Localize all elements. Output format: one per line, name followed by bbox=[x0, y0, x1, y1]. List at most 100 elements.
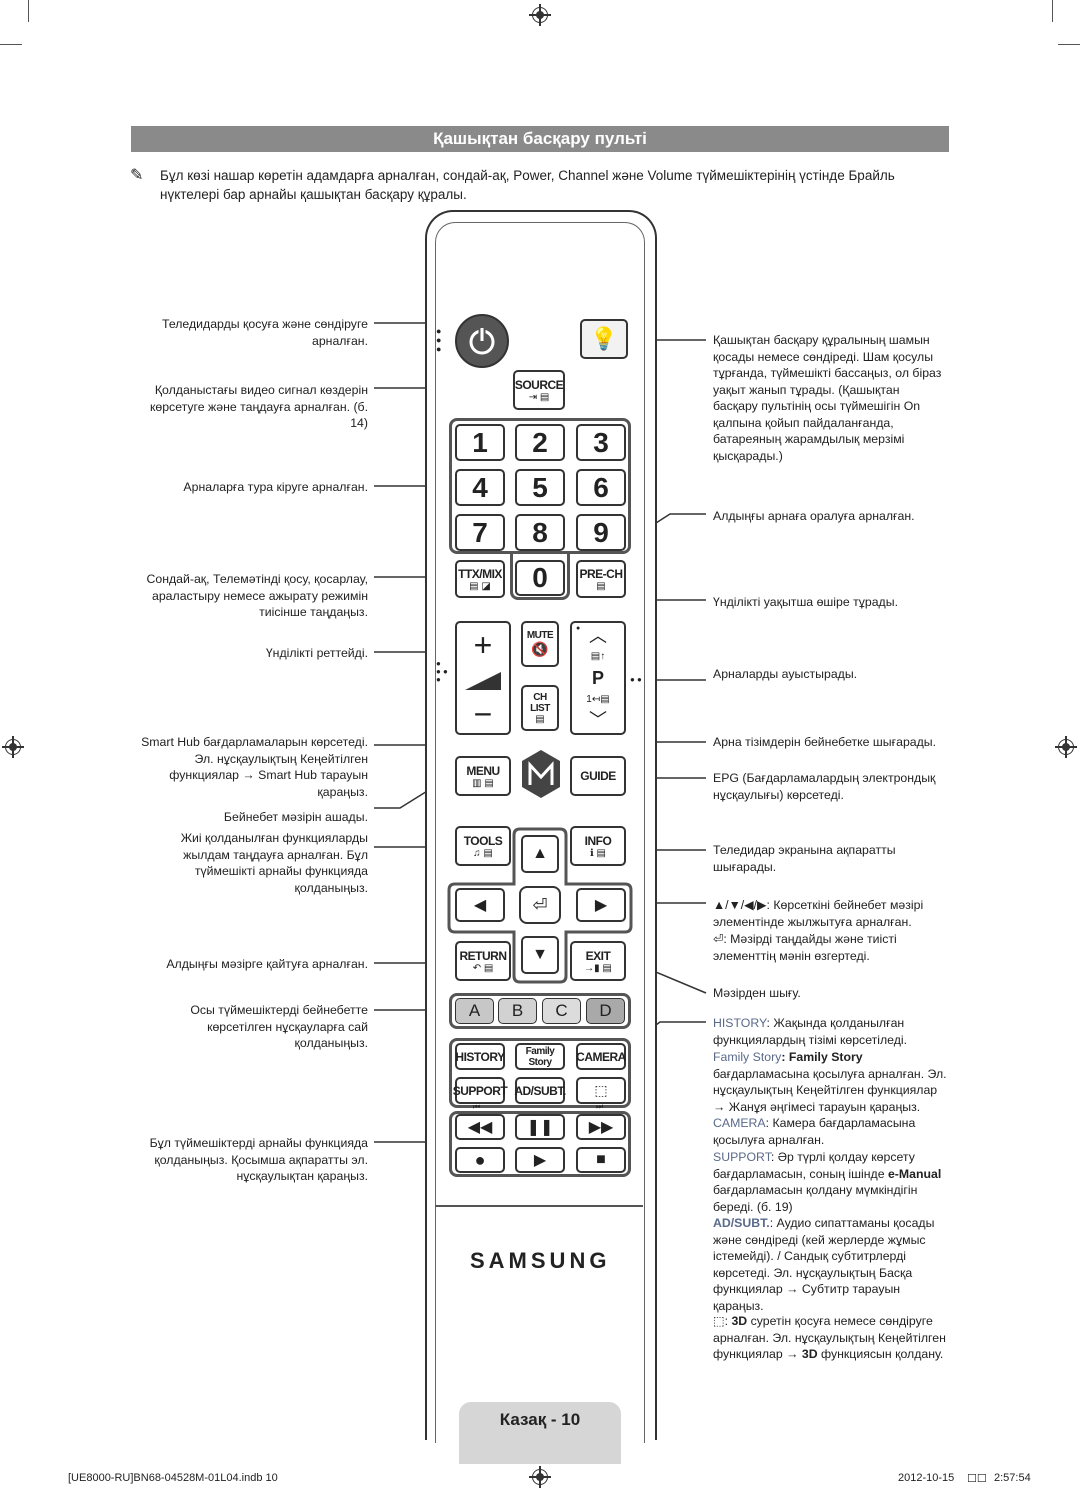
history-button[interactable]: HISTORY bbox=[455, 1043, 505, 1070]
callout-colors: Осы түймешіктерді бейнебетте көрсетілген… bbox=[190, 1003, 368, 1050]
return-icon: ↶ ▤ bbox=[472, 962, 494, 974]
return-label: RETURN bbox=[459, 948, 508, 963]
play-icon: ▶ bbox=[533, 1152, 547, 1169]
color-buttons-frame bbox=[449, 993, 631, 1029]
support-desc2: бағдарламасын қолдану мүмкіндігін береді… bbox=[713, 1183, 918, 1214]
return-button[interactable]: RETURN ↶ ▤ bbox=[455, 941, 511, 981]
family-desc-bold: : Family Story bbox=[781, 1050, 863, 1064]
ad-subt-label: AD/SUBT. bbox=[514, 1083, 566, 1098]
ch-list-button[interactable]: CH LIST ▤ bbox=[521, 685, 559, 731]
crop-mark bbox=[1052, 0, 1053, 22]
ad-subt-button[interactable]: AD/SUBT. bbox=[514, 1077, 566, 1104]
callout-light: Қашықтан басқару құралының шамын қосады … bbox=[713, 333, 942, 463]
volume-up-icon: + bbox=[473, 627, 493, 663]
source-label: SOURCE bbox=[514, 377, 564, 392]
pre-ch-button[interactable]: PRE-CH ▤ bbox=[576, 560, 626, 598]
exit-button[interactable]: EXIT →▮ ▤ bbox=[570, 941, 626, 981]
up-arrow-icon: ▲ bbox=[532, 845, 548, 862]
source-button[interactable]: SOURCE ⇥ ▤ bbox=[513, 370, 565, 410]
family-story-button[interactable]: Family Story bbox=[515, 1043, 565, 1070]
callout-support: SUPPORT: Әр түрлі қолдау көрсету бағдарл… bbox=[713, 1149, 951, 1215]
mute-icon: 🔇 bbox=[531, 641, 549, 657]
color-button-b[interactable]: B bbox=[498, 998, 537, 1024]
color-button-c[interactable]: C bbox=[542, 998, 581, 1024]
camera-button[interactable]: CAMERA bbox=[576, 1043, 626, 1070]
guide-button[interactable]: GUIDE bbox=[570, 756, 626, 796]
callout-3d: ⬚: 3D суретін қосуға немесе сөндіруге ар… bbox=[713, 1313, 953, 1363]
color-button-a[interactable]: A bbox=[455, 998, 494, 1024]
info-button[interactable]: INFO ℹ ▤ bbox=[570, 826, 626, 866]
page-number-tab: Казақ - 10 bbox=[459, 1402, 621, 1464]
print-time-icon: ☐☐ bbox=[967, 1473, 987, 1485]
pre-ch-label: PRE-CH bbox=[579, 566, 623, 581]
color-button-a-label: A bbox=[468, 1001, 481, 1020]
right-arrow-button[interactable]: ▶ bbox=[576, 888, 626, 922]
down-arrow-button[interactable]: ▼ bbox=[521, 936, 559, 974]
registration-mark-left bbox=[2, 736, 24, 758]
number-button-6[interactable]: 6 bbox=[576, 469, 626, 506]
remote-control-body bbox=[425, 210, 657, 1440]
support-label: SUPPORT bbox=[452, 1083, 508, 1098]
record-button[interactable]: ● bbox=[455, 1147, 505, 1173]
callout-return: Алдыңғы мәзірге қайтуға арналған. bbox=[166, 957, 368, 971]
exit-icon: →▮ ▤ bbox=[584, 962, 612, 974]
pause-icon: ❚❚ bbox=[526, 1119, 554, 1136]
rewind-icon: ◀◀ bbox=[467, 1119, 493, 1136]
support-desc1: : Әр түрлі қолдау көрсету бағдарламасын,… bbox=[713, 1150, 915, 1181]
enter-button[interactable]: ⏎ bbox=[519, 886, 561, 924]
number-button-2[interactable]: 2 bbox=[515, 424, 565, 461]
info-icon: ℹ ▤ bbox=[589, 847, 607, 859]
3d-desc-e: функциясын қолдану. bbox=[817, 1347, 944, 1361]
down-arrow-icon: ▼ bbox=[532, 946, 548, 963]
number-button-1[interactable]: 1 bbox=[455, 424, 505, 461]
channel-down-icon: ﹀ bbox=[589, 710, 607, 730]
volume-level-icon bbox=[465, 672, 501, 690]
callout-numbers: Арналарға тура кіруге арналған. bbox=[183, 480, 368, 494]
3d-desc-b: 3D bbox=[731, 1314, 748, 1328]
support-button[interactable]: SUPPORT bbox=[452, 1077, 508, 1104]
tools-label: TOOLS bbox=[463, 833, 503, 848]
callout-volume: Үнділікті реттейді. bbox=[265, 646, 368, 660]
callout-ttx: Сондай-ақ, Телемәтінді қосу, қосарлау, а… bbox=[146, 572, 368, 619]
stop-button[interactable]: ■ bbox=[576, 1147, 626, 1173]
callout-enter-text: : Мәзірді таңдайды және тиісті элементті… bbox=[713, 932, 897, 963]
menu-icon: ▥ ▤ bbox=[472, 777, 494, 789]
power-button[interactable] bbox=[455, 314, 509, 368]
callout-camera: CAMERA: Камера бағдарламасына қосылуға а… bbox=[713, 1115, 945, 1148]
number-button-4[interactable]: 4 bbox=[455, 469, 505, 506]
up-arrow-button[interactable]: ▲ bbox=[521, 835, 559, 873]
fast-forward-icon: ▶▶ bbox=[588, 1119, 614, 1136]
samsung-logo: SAMSUNG bbox=[470, 1248, 611, 1273]
left-arrow-button[interactable]: ◀ bbox=[455, 888, 505, 922]
number-button-8[interactable]: 8 bbox=[515, 514, 565, 551]
smart-hub-button[interactable] bbox=[521, 749, 561, 799]
light-button[interactable]: 💡 bbox=[580, 319, 628, 359]
pause-button[interactable]: ❚❚ bbox=[515, 1114, 565, 1140]
play-button[interactable]: ▶ bbox=[515, 1147, 565, 1173]
print-time: 2:57:54 bbox=[994, 1472, 1031, 1484]
channel-rocker[interactable]: ︿ ▤↑ P 1↤▤ ﹀ bbox=[570, 621, 626, 735]
print-date: 2012-10-15 bbox=[898, 1472, 955, 1484]
3d-button[interactable]: ⬚ bbox=[576, 1077, 626, 1104]
color-button-d[interactable]: D bbox=[586, 998, 625, 1024]
number-button-9[interactable]: 9 bbox=[576, 514, 626, 551]
callout-adsubt: AD/SUBT.: Аудио сипаттаманы қосады және … bbox=[713, 1215, 945, 1314]
tools-button[interactable]: TOOLS ♫ ▤ bbox=[455, 826, 511, 866]
callout-chlist: Арна тізімдерін бейнебетке шығарады. bbox=[713, 735, 937, 749]
number-button-5[interactable]: 5 bbox=[515, 469, 565, 506]
mute-button[interactable]: MUTE 🔇 bbox=[521, 621, 559, 667]
rewind-button[interactable]: ◀◀ bbox=[455, 1114, 505, 1140]
mute-label: MUTE bbox=[526, 630, 554, 641]
braille-dots-volume: ●● ●● bbox=[436, 659, 448, 684]
color-button-b-label: B bbox=[511, 1001, 524, 1020]
callout-tools: Жиі қолданылған функцияларды жылдам таңд… bbox=[180, 831, 368, 895]
volume-rocker[interactable]: + − bbox=[455, 621, 511, 735]
fast-forward-button[interactable]: ▶▶ bbox=[576, 1114, 626, 1140]
number-button-7[interactable]: 7 bbox=[455, 514, 505, 551]
guide-label: GUIDE bbox=[580, 769, 616, 783]
right-arrow-icon: ▶ bbox=[594, 897, 608, 914]
ttx-mix-button[interactable]: TTX/MIX ▤ ◪ bbox=[455, 560, 505, 598]
menu-button[interactable]: MENU ▥ ▤ bbox=[455, 756, 511, 796]
number-button-0[interactable]: 0 bbox=[515, 560, 565, 596]
number-button-3[interactable]: 3 bbox=[576, 424, 626, 461]
